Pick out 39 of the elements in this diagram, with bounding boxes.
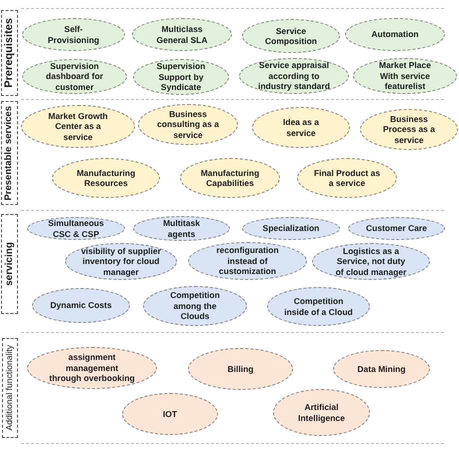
feature-label: Market Place With service featurelist xyxy=(378,60,432,92)
category-frame xyxy=(1,214,18,314)
category-label: servicing xyxy=(4,242,15,286)
feature-label: Business Process as a service xyxy=(382,114,436,146)
feature-label: Service Composition xyxy=(264,26,318,46)
feature-label: reconfiguration instead of customization xyxy=(215,245,280,277)
feature-label: Simultaneous CSC & CSP xyxy=(47,218,105,239)
feature-label: Multitask agents xyxy=(162,218,201,239)
feature-label: Competition among the Clouds xyxy=(169,290,221,322)
feature-label: Service appraisal according to industry standard xyxy=(257,60,331,92)
feature-label: Market Growth Center as a service xyxy=(47,110,109,142)
feature-label: Idea as a service xyxy=(282,117,320,138)
feature-label: Manufacturing Resources xyxy=(76,168,136,188)
feature-label: Artificial Intelligence xyxy=(297,402,346,423)
feature-label: Multiclass General SLA xyxy=(155,24,209,45)
feature-label: visibility of supplier inventory for cloud manager xyxy=(80,246,162,278)
feature-label: Automation xyxy=(371,29,419,40)
category-frame xyxy=(1,101,18,205)
category-frame xyxy=(2,338,18,438)
feature-label: Logistics as a Service, not duty of cloud manager xyxy=(334,246,408,278)
feature-label: Data Mining xyxy=(357,364,406,374)
category-frame xyxy=(1,10,18,96)
feature-label: Business consulting as a service xyxy=(156,108,220,140)
category-label: Additional functionality xyxy=(5,345,15,431)
feature-label: Dynamic Costs xyxy=(50,300,112,311)
feature-label: Supervision dashboard for customer xyxy=(44,60,104,92)
category-label: Prerequisites xyxy=(3,18,16,88)
feature-label: Self-Provisioning xyxy=(46,24,100,45)
feature-label: Specialization xyxy=(262,223,320,234)
feature-ellipse xyxy=(21,105,135,148)
feature-label: Customer Care xyxy=(366,223,427,234)
feature-label: Billing xyxy=(228,364,254,374)
feature-label: Final Product as a service xyxy=(312,168,382,188)
category-label: Presentable services xyxy=(4,106,15,200)
feature-label: Competition inside of a Cloud xyxy=(283,296,354,317)
feature-label: IOT xyxy=(162,408,178,420)
feature-label: Manufacturing Capabilities xyxy=(200,168,260,188)
feature-label: assignment management through overbooking xyxy=(48,352,136,384)
feature-label: Supervision Support by Syndicate xyxy=(156,61,206,93)
